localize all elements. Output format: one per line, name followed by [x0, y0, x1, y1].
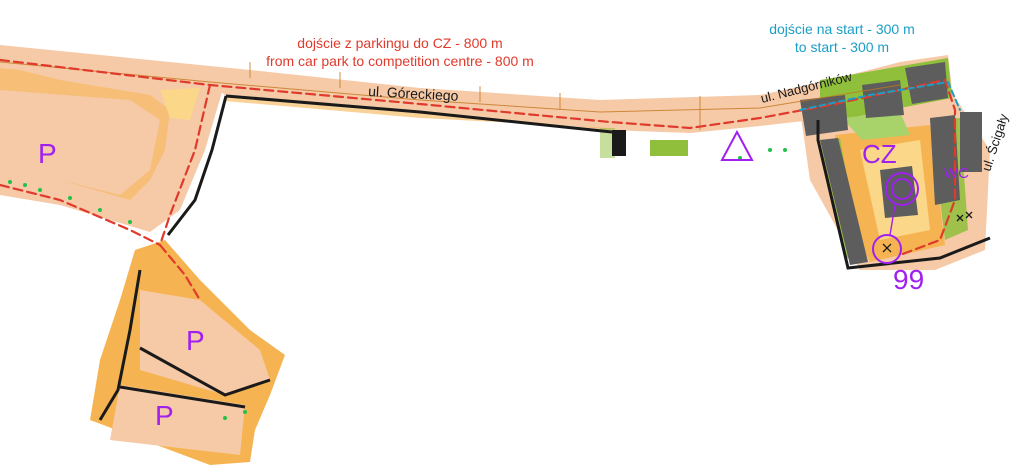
course-symbols: [720, 129, 919, 264]
buildings: [612, 62, 982, 265]
parking-label-1: P: [38, 138, 57, 169]
x-marks: [882, 211, 973, 253]
tree-dot: [128, 220, 132, 224]
street-line-1: [0, 61, 901, 113]
tree-dot: [223, 416, 227, 420]
tree-dot: [783, 148, 787, 152]
route-lower-spur: [158, 83, 212, 302]
route-to-start: [799, 80, 961, 111]
finish-control-number: 99: [893, 264, 924, 295]
x-mark: [882, 243, 892, 253]
vegetation-left-far: [600, 128, 615, 158]
wall-top: [225, 94, 613, 134]
boundaries: [98, 94, 991, 421]
wall-lower-left: [98, 269, 142, 421]
tree-dot: [68, 196, 72, 200]
wall-lot3: [119, 385, 246, 409]
finish-double-circle-inner: [891, 178, 913, 200]
start-triangle-icon: [720, 129, 754, 161]
control-circle-icon: [872, 234, 902, 264]
routes: [0, 58, 961, 302]
parking-label-2: P: [186, 325, 205, 356]
tree-dot: [98, 208, 102, 212]
road-goreckiego: [0, 45, 952, 133]
wall-left: [166, 95, 228, 236]
parking-label-3: P: [155, 400, 174, 431]
finish-double-circle-icon: [885, 172, 919, 206]
x-mark: [965, 211, 973, 219]
building-1: [800, 95, 848, 136]
tree-dot: [38, 188, 42, 192]
building-6: [930, 115, 960, 205]
tree-dot: [23, 183, 27, 187]
wall-lot2: [139, 346, 271, 397]
route-label-car-park-en: from car park to competition centre - 80…: [266, 53, 534, 69]
toilets-label: WC: [944, 165, 969, 182]
route-label-start-pl: dojście na start - 300 m: [769, 21, 915, 37]
route-left-spur: [0, 183, 162, 247]
street-detail: [0, 61, 901, 130]
centre-to-finish-line: [889, 204, 896, 236]
competition-centre-label: CZ: [862, 139, 897, 169]
lot-left-inner: [0, 90, 160, 195]
parking-lot-2: [140, 290, 270, 395]
building-7: [960, 112, 982, 172]
route-label-car-park-pl: dojście z parkingu do CZ - 800 m: [297, 35, 502, 51]
tree-dots: [8, 148, 787, 420]
route-label-start-en: to start - 300 m: [795, 39, 889, 55]
wall-right-block: [816, 120, 991, 270]
building-3: [905, 62, 948, 104]
verge-strip-1: [225, 95, 612, 150]
tree-dot: [8, 180, 12, 184]
building-4: [820, 138, 868, 265]
rough-patch-left: [160, 88, 200, 120]
tree-dot: [768, 148, 772, 152]
vegetation-corner: [842, 112, 910, 140]
route-car-park-to-centre: [0, 58, 957, 257]
street-label-goreckiego: ul. Góreckiego: [368, 83, 459, 104]
x-mark: [956, 214, 964, 222]
vegetation-small: [650, 140, 688, 156]
tree-dot: [243, 410, 247, 414]
building-small-a: [612, 130, 626, 156]
